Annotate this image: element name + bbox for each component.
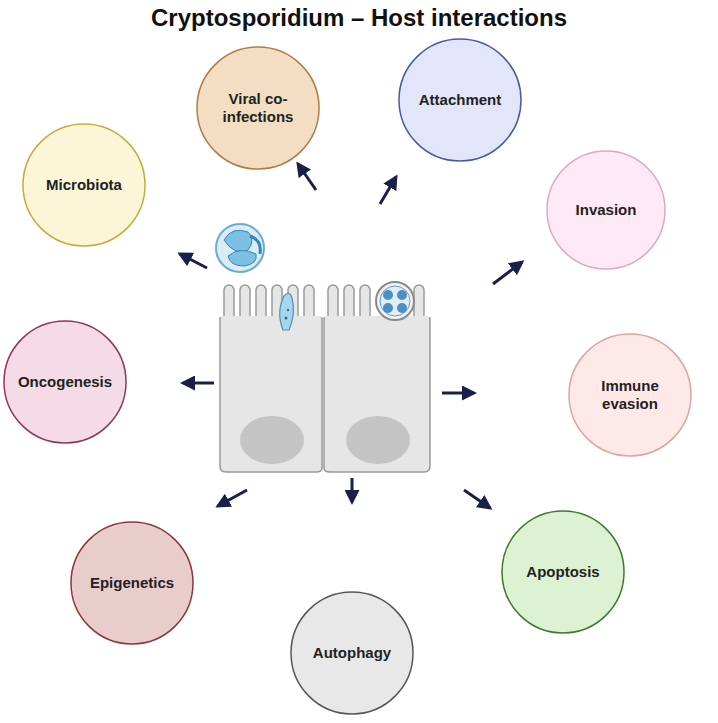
topic-circle: Apoptosis [501, 510, 625, 634]
topic-label: Viral co-infections [196, 90, 320, 126]
topic-label: Apoptosis [512, 563, 613, 581]
topic-label: Microbiota [32, 176, 136, 194]
topic-label: Epigenetics [76, 574, 188, 592]
topic-label: Autophagy [299, 644, 405, 662]
topic-label: Oncogenesis [4, 373, 126, 391]
topic-circle: Attachment [398, 38, 522, 162]
arrows [180, 164, 522, 508]
topic-circle: Immune evasion [568, 333, 692, 457]
topic-circle: Viral co-infections [196, 46, 320, 170]
topic-circle: Oncogenesis [3, 320, 127, 444]
topic-label: Attachment [405, 91, 516, 109]
oocyst-illustration [216, 224, 264, 272]
title: Cryptosporidium – Host interactions [0, 4, 718, 32]
topic-label: Invasion [562, 201, 651, 219]
topic-circle: Invasion [546, 150, 666, 270]
topic-circle: Epigenetics [70, 521, 194, 645]
topic-label: Immune evasion [568, 377, 692, 413]
topic-circle: Microbiota [22, 123, 146, 247]
epithelial-cells [220, 282, 430, 472]
topic-circle: Autophagy [290, 591, 414, 715]
